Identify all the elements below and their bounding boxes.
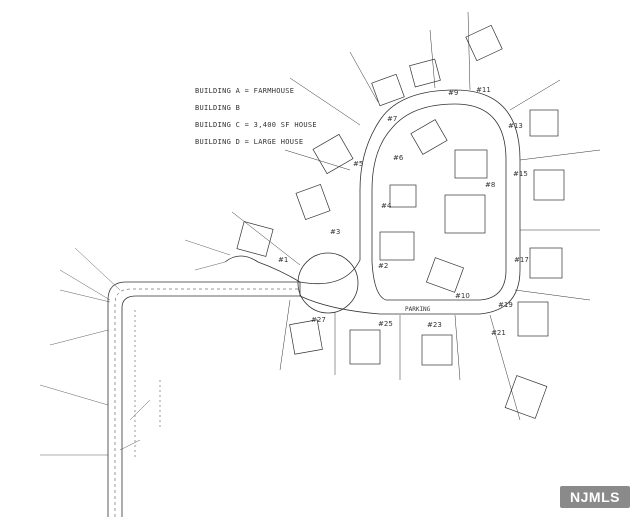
lot-label: #13 bbox=[508, 122, 523, 130]
lot-label: #17 bbox=[514, 256, 529, 264]
loop-road-outer bbox=[299, 89, 521, 315]
lot-label: #4 bbox=[381, 202, 392, 210]
legend-item: BUILDING A = FARMHOUSE bbox=[195, 87, 295, 95]
lot-label: #3 bbox=[330, 228, 340, 236]
lot-label: #5 bbox=[353, 160, 363, 168]
lot-label: #8 bbox=[485, 181, 495, 189]
lot-label: #21 bbox=[491, 329, 506, 337]
lot-label: #9 bbox=[448, 89, 458, 97]
building-legend: BUILDING A = FARMHOUSE BUILDING B BUILDI… bbox=[195, 83, 317, 151]
lot-label: #25 bbox=[378, 320, 393, 328]
entry-road-outer bbox=[107, 281, 300, 517]
parking-circle bbox=[297, 252, 359, 314]
legend-item: BUILDING C = 3,400 SF HOUSE bbox=[195, 121, 317, 129]
lot-label: #23 bbox=[427, 321, 442, 329]
legend-item: BUILDING D = LARGE HOUSE bbox=[195, 138, 304, 146]
entry-road-inner bbox=[121, 295, 300, 517]
lot-label: #2 bbox=[378, 262, 388, 270]
legend-item: BUILDING B bbox=[195, 104, 241, 112]
lot-label: #10 bbox=[455, 292, 470, 300]
loop-road-inner bbox=[371, 103, 507, 301]
lot-label: #6 bbox=[393, 154, 404, 162]
road-label: PARKING bbox=[405, 306, 431, 313]
lot-label: #15 bbox=[513, 170, 528, 178]
lot-label: #1 bbox=[278, 256, 288, 264]
lot-label: #11 bbox=[476, 86, 491, 94]
lot-label: #27 bbox=[311, 316, 326, 324]
lot-label: #19 bbox=[498, 301, 513, 309]
lot-label: #7 bbox=[387, 115, 397, 123]
njmls-watermark: NJMLS bbox=[560, 486, 630, 508]
